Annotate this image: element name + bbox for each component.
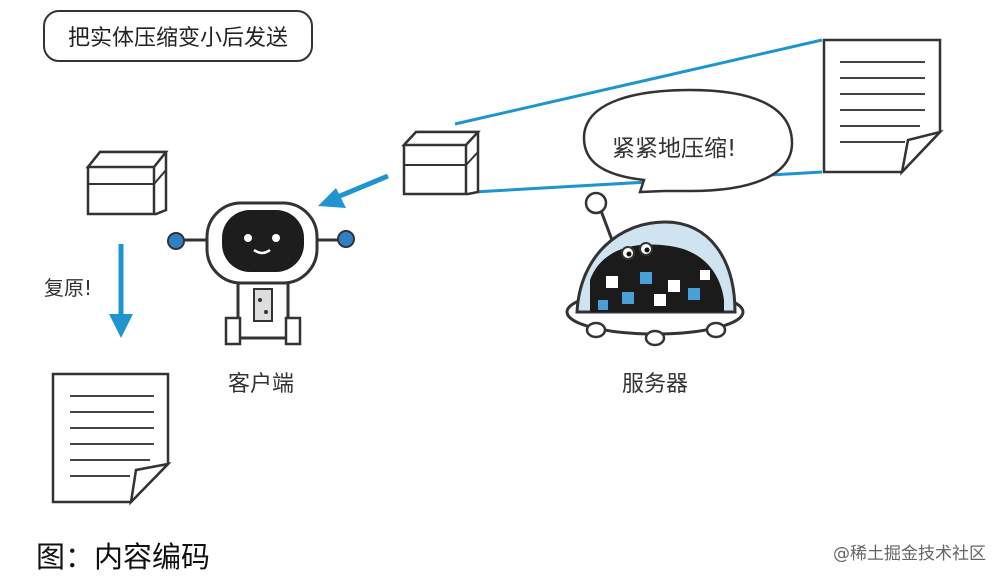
diagram-title: 把实体压缩变小后发送 [43,10,313,62]
send-arrow [318,173,389,208]
speech-bubble-text: 紧紧地压缩! [612,136,737,162]
restored-document-icon [51,372,172,506]
server-label: 服务器 [622,372,689,397]
speech-bubble-shape [582,88,794,194]
compression-line-top [454,38,823,126]
server-robot-icon [565,191,745,347]
restore-label: 复原! [44,276,93,300]
client-label: 客户端 [228,372,295,397]
client-robot-icon [167,201,355,346]
compressed-box-icon [401,130,481,196]
figure-caption: 图：内容编码 [36,540,211,574]
source-document-icon [822,38,944,176]
restore-arrow [109,244,133,338]
restored-box-icon [85,150,169,216]
watermark: @稀土掘金技术社区 [833,544,986,564]
